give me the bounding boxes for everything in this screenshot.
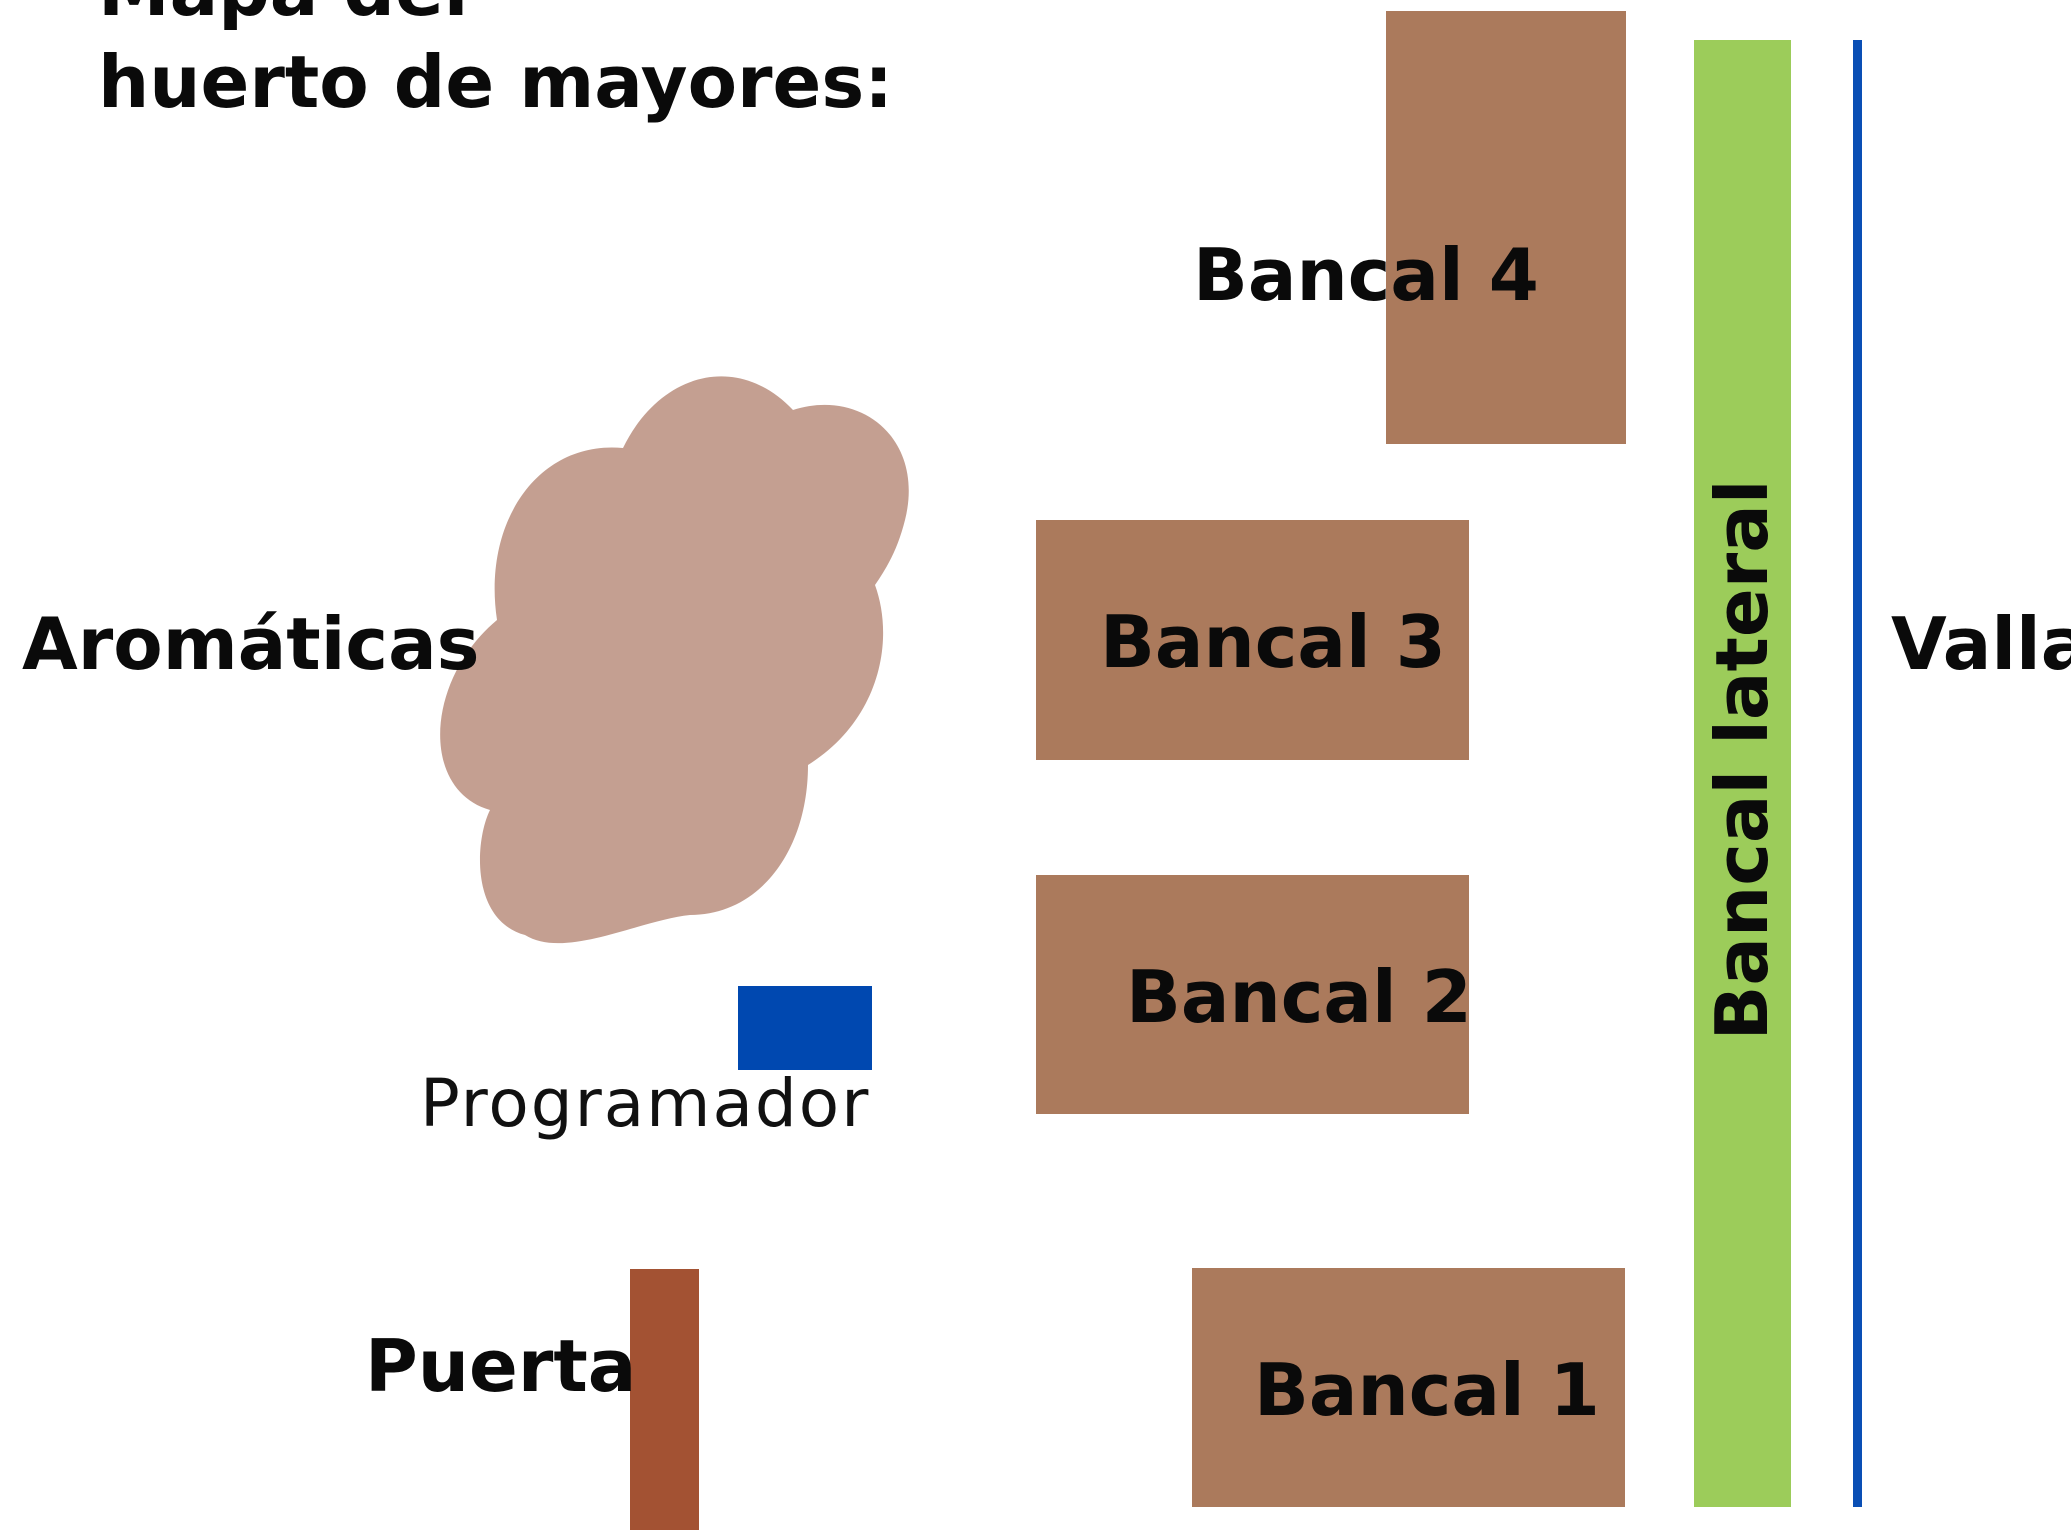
bancal-3-label: Bancal 3 — [1100, 600, 1446, 684]
programador-box — [738, 986, 872, 1070]
programador-label: Programador — [420, 1065, 871, 1142]
valla-label: Valla — [1891, 602, 2071, 686]
bancal-lateral-label: Bancal lateral — [1700, 479, 1784, 1041]
diagram-title: Mapa del huerto de mayores: — [98, 0, 893, 128]
bancal-lateral-bed — [1694, 40, 1791, 1507]
bancal-4-label: Bancal 4 — [1193, 233, 1539, 317]
title-line-2: huerto de mayores: — [98, 40, 894, 124]
bancal-4-bed — [1386, 11, 1626, 444]
puerta-label: Puerta — [365, 1324, 637, 1408]
bancal-1-bed — [1192, 1268, 1625, 1507]
aromaticas-label: Aromáticas — [22, 602, 480, 686]
aromaticas-shape — [440, 376, 909, 944]
puerta-door — [630, 1269, 699, 1530]
bancal-2-label: Bancal 2 — [1126, 955, 1472, 1039]
title-line-1: Mapa del — [98, 0, 893, 36]
bancal-1-label: Bancal 1 — [1254, 1348, 1600, 1432]
valla-line — [1853, 40, 1862, 1507]
bancal-2-bed — [1036, 875, 1469, 1114]
bancal-3-bed — [1036, 520, 1469, 760]
